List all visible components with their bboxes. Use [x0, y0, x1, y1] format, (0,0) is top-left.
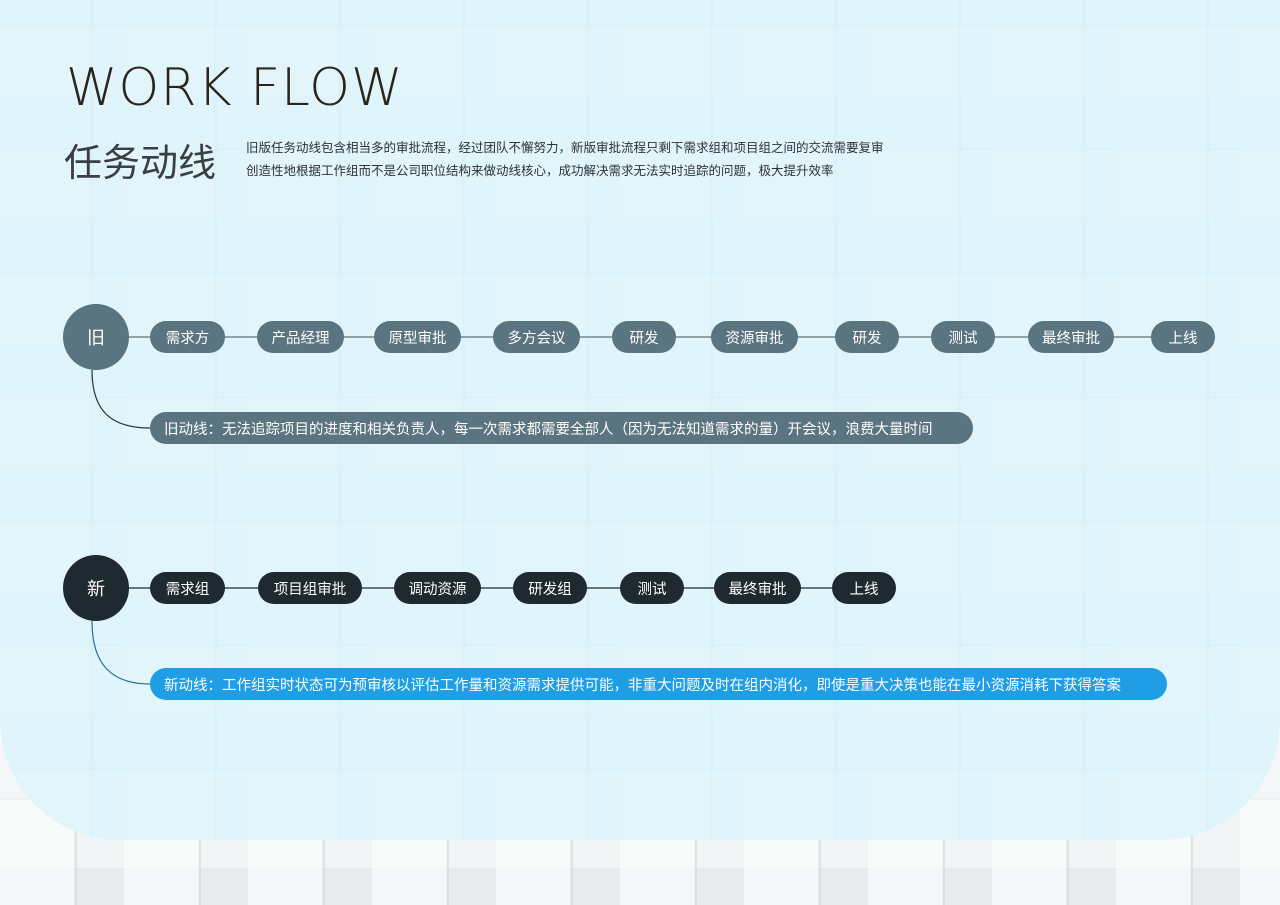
page-subtitle: 任务动线: [64, 141, 217, 185]
old-flow-marker: 旧: [63, 304, 129, 370]
new-branch-connector: [91, 620, 151, 685]
old-step-1: 需求方: [150, 321, 225, 353]
description-line-2: 创造性地根据工作组而不是公司职位结构来做动线核心，成功解决需求无法实时追踪的问题…: [246, 163, 834, 178]
new-flow-note: 新动线：工作组实时状态可为预审核以评估工作量和资源需求提供可能，非重大问题及时在…: [150, 668, 1167, 700]
new-step-7: 上线: [832, 572, 896, 604]
old-step-10: 上线: [1151, 321, 1215, 353]
new-step-4: 研发组: [513, 572, 587, 604]
new-step-2: 项目组审批: [258, 572, 362, 604]
page-title: WORK FLOW: [66, 58, 404, 118]
old-step-5: 研发: [612, 321, 676, 353]
old-step-2: 产品经理: [257, 321, 344, 353]
new-step-5: 测试: [620, 572, 684, 604]
old-step-7: 研发: [835, 321, 899, 353]
description: 旧版任务动线包含相当多的审批流程，经过团队不懈努力，新版审批流程只剩下需求组和项…: [246, 136, 946, 182]
new-step-1: 需求组: [150, 572, 225, 604]
new-flow-marker: 新: [63, 555, 129, 621]
old-flow-note: 旧动线：无法追踪项目的进度和相关负责人，每一次需求都需要全部人（因为无法知道需求…: [150, 412, 973, 444]
new-step-3: 调动资源: [394, 572, 481, 604]
old-step-9: 最终审批: [1028, 321, 1114, 353]
new-step-6: 最终审批: [714, 572, 801, 604]
old-step-6: 资源审批: [711, 321, 798, 353]
description-line-1: 旧版任务动线包含相当多的审批流程，经过团队不懈努力，新版审批流程只剩下需求组和项…: [246, 140, 884, 155]
old-branch-connector: [91, 369, 151, 429]
old-step-3: 原型审批: [374, 321, 461, 353]
old-step-4: 多方会议: [493, 321, 580, 353]
old-step-8: 测试: [931, 321, 995, 353]
